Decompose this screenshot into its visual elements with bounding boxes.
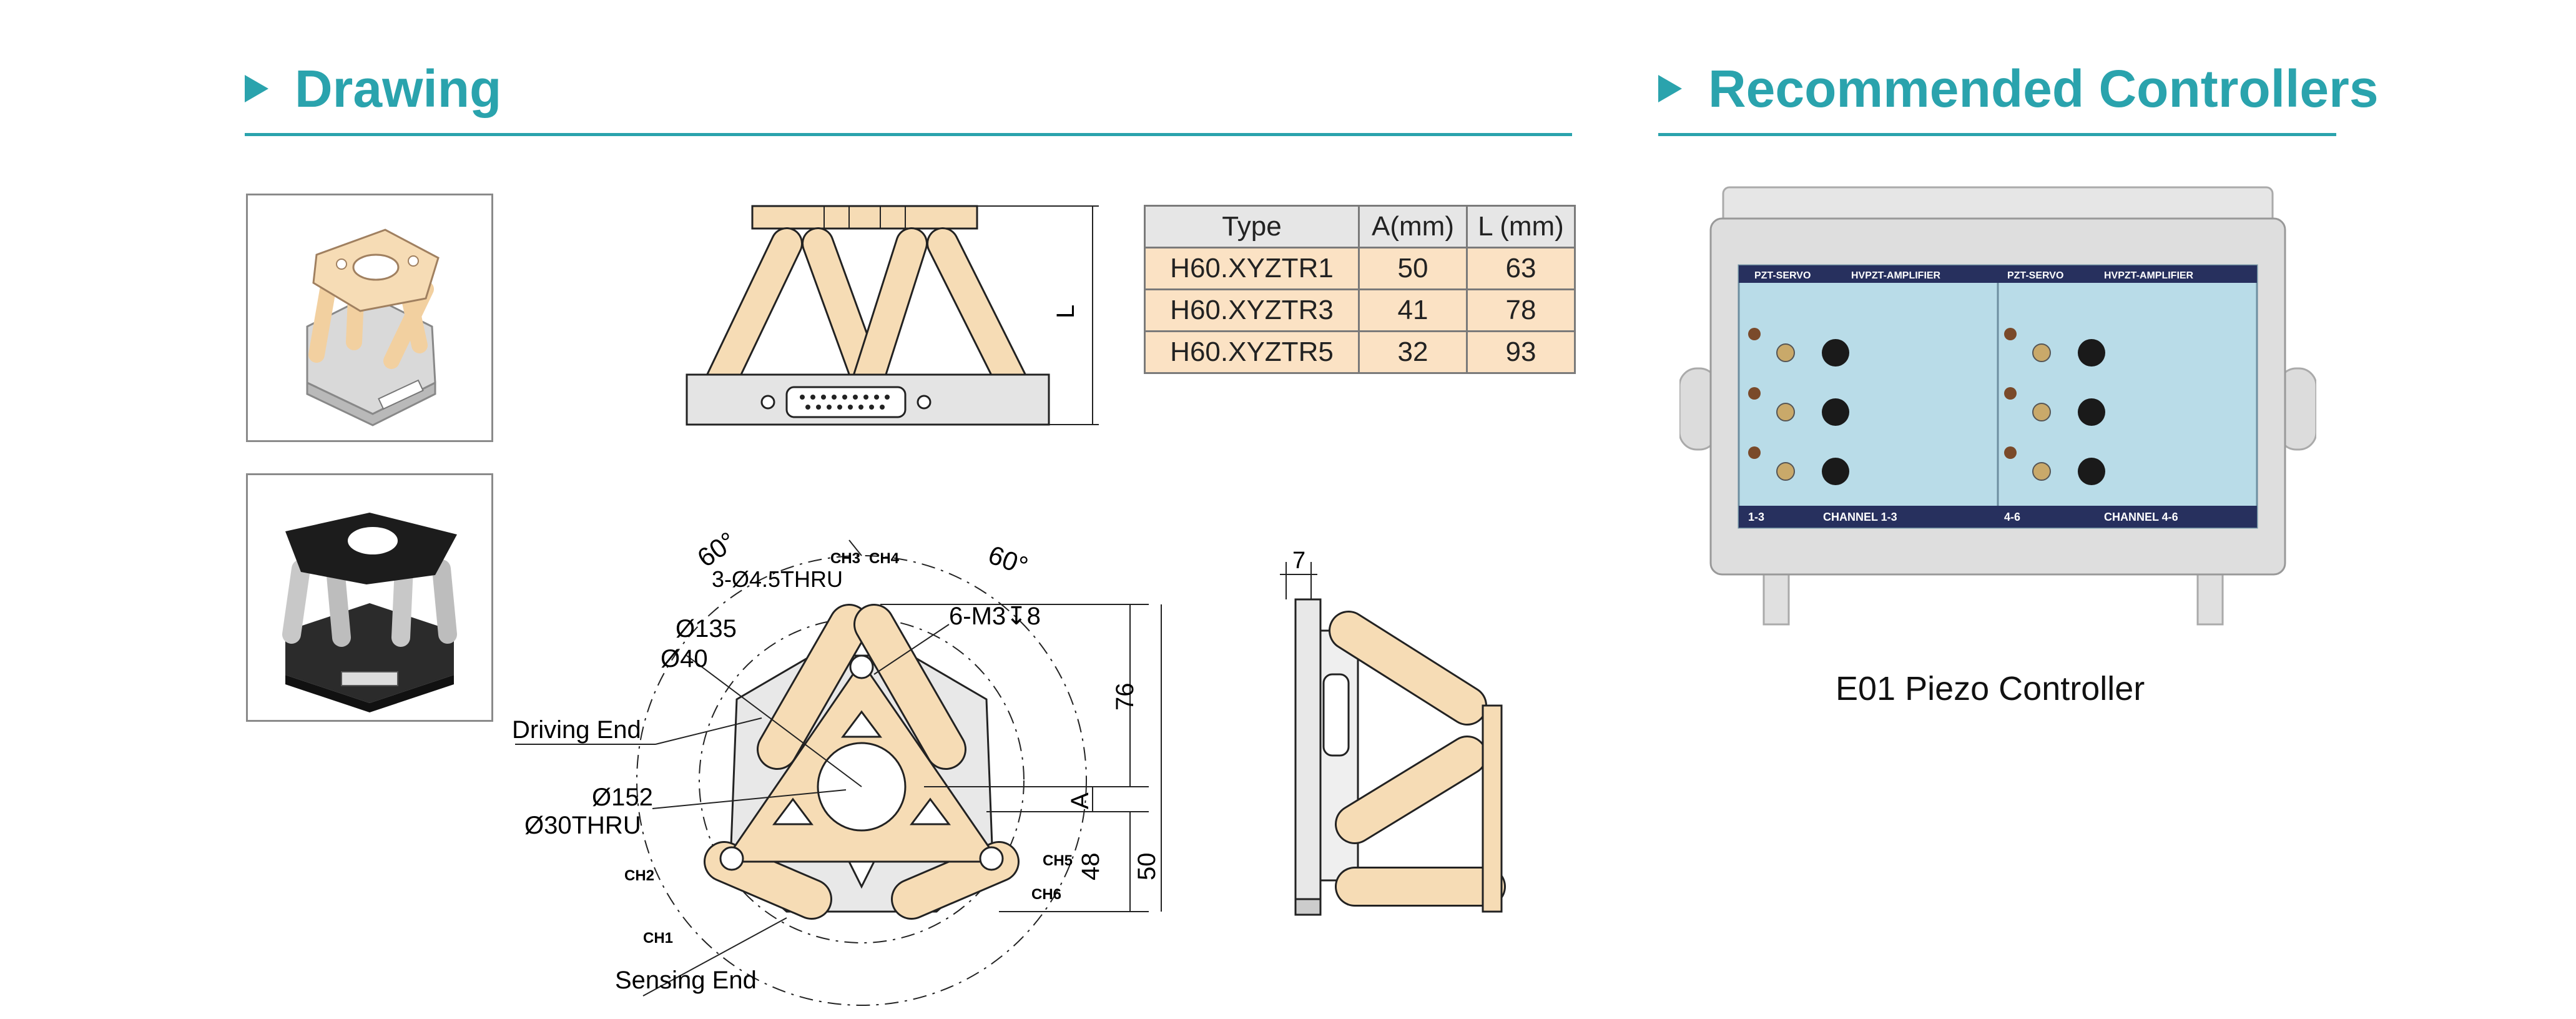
bnc-connector-icon xyxy=(2032,403,2051,421)
spec-col-type: Type xyxy=(1144,205,1360,249)
panel-top-right-a: PZT-SERVO xyxy=(2007,270,2063,281)
control-knob-icon xyxy=(2078,398,2105,426)
control-knob-icon xyxy=(1822,398,1849,426)
ch6-label: CH6 xyxy=(1031,886,1061,903)
drawing-title: Drawing xyxy=(295,59,502,118)
spec-cell: H60.XYZTR3 xyxy=(1144,288,1360,332)
spec-cell: 78 xyxy=(1466,288,1576,332)
spec-col-a: A(mm) xyxy=(1358,205,1468,249)
spec-cell: 32 xyxy=(1358,330,1468,374)
spec-cell: H60.XYZTR1 xyxy=(1144,247,1360,290)
bnc-connector-icon xyxy=(2032,343,2051,362)
top-view-drawing: 60° 60° 3-Ø4.5THRU CH3 CH4 6-M3↧8 Ø135 Ø… xyxy=(512,526,1162,1006)
controllers-title-rule xyxy=(1658,133,2336,136)
spec-table-header-row: Type A(mm) L (mm) xyxy=(1144,205,1576,249)
controllers-title-arrow-icon xyxy=(1658,75,1682,102)
spec-cell: 93 xyxy=(1466,330,1576,374)
ch5-label: CH5 xyxy=(1043,852,1073,869)
panel-range-right: 4-6 xyxy=(2004,511,2020,523)
angle-right-label: 60° xyxy=(985,539,1032,581)
holes-label: 3-Ø4.5THRU xyxy=(712,566,843,592)
control-knob-icon xyxy=(1822,458,1849,485)
hexapod-black-illustration xyxy=(282,513,457,712)
control-knob-icon xyxy=(2078,458,2105,485)
threads-label: 6-M3↧8 xyxy=(949,603,1041,630)
bnc-connector-icon xyxy=(1776,462,1795,481)
d152-label: Ø152 xyxy=(592,784,653,811)
table-row: H60.XYZTR5 32 93 xyxy=(1144,330,1576,374)
table-row: H60.XYZTR1 50 63 xyxy=(1144,247,1576,290)
dim-50-label: 50 xyxy=(1133,853,1161,881)
e01-controller-image: PZT-SERVO HVPZT-AMPLIFIER PZT-SERVO HVPZ… xyxy=(1679,186,2316,626)
d40-label: Ø40 xyxy=(661,645,708,672)
ch3-label: CH3 xyxy=(830,550,860,567)
spec-cell: 41 xyxy=(1358,288,1468,332)
d30-label: Ø30THRU xyxy=(524,812,641,839)
dim-7-label: 7 xyxy=(1292,549,1305,574)
hexapod-photo-beige xyxy=(246,194,493,442)
ch1-label: CH1 xyxy=(643,930,673,947)
bnc-connector-icon xyxy=(1776,403,1795,421)
bnc-connector-icon xyxy=(1776,343,1795,362)
spec-cell: 50 xyxy=(1358,247,1468,290)
spec-col-l: L (mm) xyxy=(1466,205,1576,249)
panel-top-right-b: HVPZT-AMPLIFIER xyxy=(2104,270,2194,281)
drawing-title-arrow-icon xyxy=(245,75,268,102)
side-view-label-L: L xyxy=(1052,305,1079,318)
dim-a-label: A xyxy=(1066,792,1094,809)
hexapod-beige-illustration xyxy=(306,229,440,426)
sensing-end-label: Sensing End xyxy=(615,967,757,994)
driving-end-label: Driving End xyxy=(512,716,641,744)
side-view-drawing: L xyxy=(686,205,1099,426)
spec-cell: 63 xyxy=(1466,247,1576,290)
bnc-connector-icon xyxy=(2032,462,2051,481)
spec-table: Type A(mm) L (mm) H60.XYZTR1 50 63 H60.X… xyxy=(1144,205,1576,374)
table-row: H60.XYZTR3 41 78 xyxy=(1144,288,1576,332)
d135-label: Ø135 xyxy=(676,615,737,642)
hexapod-photo-black xyxy=(246,473,493,722)
dim-48-label: 48 xyxy=(1077,853,1104,881)
panel-top-left-b: HVPZT-AMPLIFIER xyxy=(1851,270,1941,281)
control-knob-icon xyxy=(1822,339,1849,367)
controllers-title: Recommended Controllers xyxy=(1708,59,2379,118)
dim-76-label: 76 xyxy=(1111,683,1139,711)
panel-top-left-a: PZT-SERVO xyxy=(1754,270,1811,281)
panel-channel-right: CHANNEL 4-6 xyxy=(2104,511,2178,523)
drawing-title-rule xyxy=(245,133,1572,136)
end-view-drawing: 7 xyxy=(1280,549,1506,916)
ch4-label: CH4 xyxy=(869,550,900,567)
controller-caption: E01 Piezo Controller xyxy=(1836,670,2145,707)
panel-channel-left: CHANNEL 1-3 xyxy=(1823,511,1897,523)
ch2-label: CH2 xyxy=(624,867,654,884)
panel-range-left: 1-3 xyxy=(1748,511,1764,523)
control-knob-icon xyxy=(2078,339,2105,367)
spec-cell: H60.XYZTR5 xyxy=(1144,330,1360,374)
